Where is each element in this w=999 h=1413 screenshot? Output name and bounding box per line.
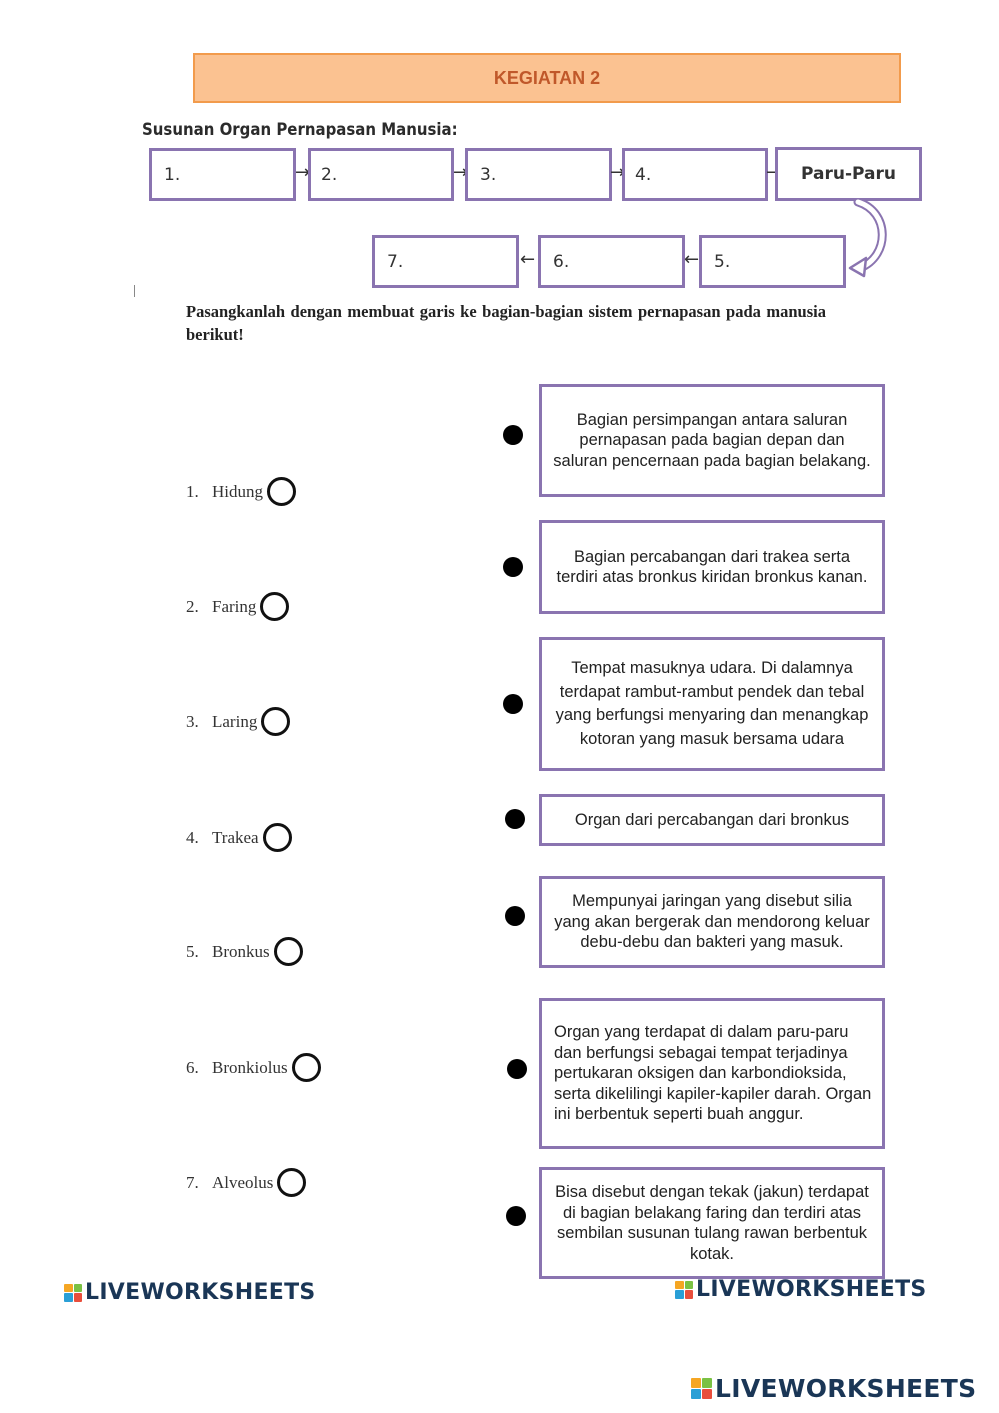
liveworksheets-logo-icon bbox=[64, 1283, 82, 1302]
match-anchor-dot[interactable] bbox=[507, 1059, 527, 1079]
sequence-box-label: 5. bbox=[714, 251, 731, 272]
definition-text: Bagian persimpangan antara saluran perna… bbox=[553, 410, 871, 470]
sequence-box-label: 6. bbox=[553, 251, 570, 272]
term-label: Bronkus bbox=[212, 941, 270, 961]
match-anchor-dot[interactable] bbox=[503, 425, 523, 445]
sequence-box-paru-paru: Paru-Paru bbox=[775, 147, 922, 201]
term-label: Laring bbox=[212, 711, 258, 731]
arrow-left-icon: ← bbox=[520, 249, 536, 270]
liveworksheets-logo: LIVEWORKSHEETS bbox=[64, 1280, 316, 1305]
match-anchor-circle[interactable] bbox=[277, 1168, 307, 1197]
definition-box: Organ yang terdapat di dalam paru-paru d… bbox=[539, 998, 885, 1149]
term-number: 6. bbox=[186, 1057, 199, 1077]
match-anchor-dot[interactable] bbox=[505, 809, 525, 829]
arrow-right-icon: → bbox=[453, 162, 469, 183]
definition-text: Organ yang terdapat di dalam paru-paru d… bbox=[554, 1023, 872, 1124]
definition-text: Tempat masuknya udara. Di dalamnya terda… bbox=[555, 659, 869, 748]
definition-box: Bagian persimpangan antara saluran perna… bbox=[539, 384, 885, 497]
sequence-box-label: 2. bbox=[321, 164, 338, 185]
term-faring: 2. Faring bbox=[186, 592, 290, 621]
term-number: 3. bbox=[186, 711, 199, 731]
arrow-left-icon: ← bbox=[684, 249, 700, 270]
match-anchor-circle[interactable] bbox=[267, 477, 296, 506]
definition-text: Mempunyai jaringan yang disebut silia ya… bbox=[554, 892, 870, 952]
term-number: 5. bbox=[186, 941, 199, 961]
term-label: Alveolus bbox=[212, 1172, 274, 1192]
match-anchor-circle[interactable] bbox=[261, 707, 291, 736]
term-number: 1. bbox=[186, 481, 199, 501]
match-anchor-dot[interactable] bbox=[503, 694, 523, 714]
definition-box: Mempunyai jaringan yang disebut silia ya… bbox=[539, 876, 885, 968]
definition-text: Bisa disebut dengan tekak (jakun) terdap… bbox=[555, 1183, 869, 1263]
match-anchor-circle[interactable] bbox=[291, 1053, 321, 1082]
definition-text: Bagian percabangan dari trakea serta ter… bbox=[556, 547, 868, 587]
logo-text: LIVEWORKSHEETS bbox=[715, 1374, 977, 1403]
match-anchor-dot[interactable] bbox=[505, 906, 525, 926]
term-alveolus: 7. Alveolus bbox=[186, 1168, 307, 1197]
sequence-box-label: 7. bbox=[387, 251, 404, 272]
term-number: 7. bbox=[186, 1172, 199, 1192]
term-label: Bronkiolus bbox=[212, 1057, 288, 1077]
term-number: 4. bbox=[186, 827, 199, 847]
definition-box: Tempat masuknya udara. Di dalamnya terda… bbox=[539, 637, 885, 771]
definition-box: Bagian percabangan dari trakea serta ter… bbox=[539, 520, 885, 614]
activity-title: KEGIATAN 2 bbox=[193, 53, 901, 103]
sequence-box-label: 4. bbox=[635, 164, 652, 185]
logo-text: LIVEWORKSHEETS bbox=[85, 1280, 316, 1305]
sequence-box-1[interactable]: 1. bbox=[149, 148, 296, 201]
sequence-box-2[interactable]: 2. bbox=[308, 148, 454, 201]
arrow-right-icon: → bbox=[610, 162, 626, 183]
sequence-heading: Susunan Organ Pernapasan Manusia: bbox=[142, 120, 458, 140]
sequence-box-3[interactable]: 3. bbox=[465, 148, 612, 201]
match-anchor-circle[interactable] bbox=[262, 823, 292, 852]
term-label: Trakea bbox=[212, 827, 259, 847]
match-anchor-circle[interactable] bbox=[260, 592, 290, 621]
match-anchor-dot[interactable] bbox=[503, 557, 523, 577]
term-trakea: 4. Trakea bbox=[186, 823, 292, 852]
definition-box: Organ dari percabangan dari bronkus bbox=[539, 794, 885, 846]
logo-text: LIVEWORKSHEETS bbox=[696, 1277, 927, 1302]
sequence-box-4[interactable]: 4. bbox=[622, 148, 768, 201]
term-hidung: 1. Hidung bbox=[186, 477, 296, 506]
sequence-box-7[interactable]: 7. bbox=[372, 235, 519, 288]
sequence-box-5[interactable]: 5. bbox=[699, 235, 846, 288]
divider bbox=[134, 285, 135, 297]
sequence-box-label: 3. bbox=[480, 164, 497, 185]
term-laring: 3. Laring bbox=[186, 707, 291, 736]
sequence-box-6[interactable]: 6. bbox=[538, 235, 685, 288]
term-label: Hidung bbox=[212, 481, 263, 501]
match-anchor-circle[interactable] bbox=[273, 937, 303, 966]
term-bronkiolus: 6. Bronkiolus bbox=[186, 1053, 321, 1082]
liveworksheets-logo-icon bbox=[675, 1280, 693, 1299]
sequence-box-label: Paru-Paru bbox=[801, 164, 896, 184]
term-bronkus: 5. Bronkus bbox=[186, 937, 303, 966]
liveworksheets-logo: LIVEWORKSHEETS bbox=[675, 1277, 927, 1302]
instruction-text: Pasangkanlah dengan membuat garis ke bag… bbox=[186, 302, 826, 344]
match-anchor-dot[interactable] bbox=[506, 1206, 526, 1226]
liveworksheets-logo-icon bbox=[691, 1378, 712, 1399]
definition-box: Bisa disebut dengan tekak (jakun) terdap… bbox=[539, 1167, 885, 1279]
liveworksheets-logo: LIVEWORKSHEETS bbox=[691, 1374, 976, 1403]
term-label: Faring bbox=[212, 596, 257, 616]
arrow-right-icon: → bbox=[295, 162, 311, 183]
definition-text: Organ dari percabangan dari bronkus bbox=[574, 810, 850, 829]
sequence-box-label: 1. bbox=[164, 164, 181, 185]
term-number: 2. bbox=[186, 596, 199, 616]
curved-down-arrow-icon bbox=[848, 198, 887, 278]
